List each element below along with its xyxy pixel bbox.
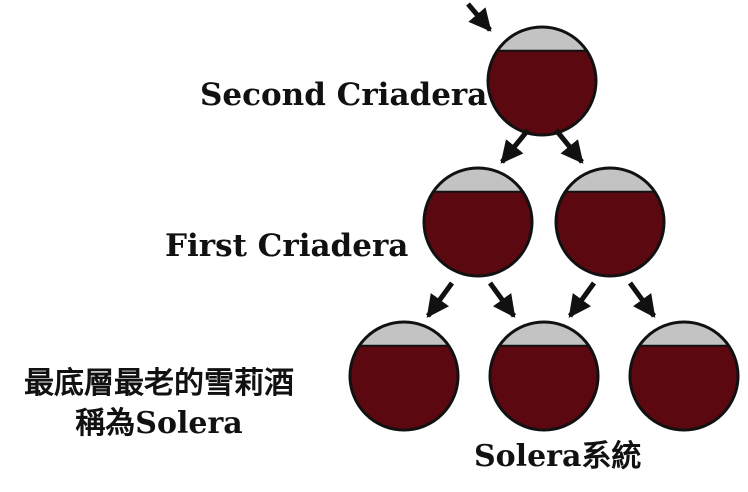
barrel [348, 320, 460, 432]
flow-arrow [554, 128, 584, 164]
barrel-wine-fill [488, 50, 596, 135]
barrel-outline [554, 166, 666, 278]
barrel-wine-fill [424, 191, 532, 276]
barrel [628, 320, 740, 432]
label-bottom-line1: 最底層最老的雪莉酒 [24, 366, 294, 401]
label-bottom-line2: 稱為Solera [75, 406, 243, 441]
barrel [488, 320, 600, 432]
flow-arrow [500, 128, 530, 164]
barrel-outline [422, 166, 534, 278]
barrel-wine-fill [630, 345, 738, 430]
barrel-outline [628, 320, 740, 432]
barrel [554, 166, 666, 278]
flow-arrow [487, 281, 517, 318]
barrel [422, 166, 534, 278]
flow-arrow [425, 281, 455, 318]
flow-arrow [466, 2, 492, 32]
label-second-criadera: Second Criadera [200, 77, 488, 113]
barrel-outline [486, 25, 598, 137]
barrel-wine-fill [490, 345, 598, 430]
barrel-outline [488, 320, 600, 432]
barrel-wine-fill [350, 345, 458, 430]
barrel [486, 25, 598, 137]
flow-arrow [567, 281, 597, 318]
barrel-wine-fill [556, 191, 664, 276]
barrel-outline [348, 320, 460, 432]
label-bottom-solera: 最底層最老的雪莉酒 稱為Solera [24, 364, 294, 444]
label-solera-system: Solera系統 [474, 439, 642, 474]
flow-arrow [627, 281, 657, 318]
label-first-criadera: First Criadera [165, 228, 409, 264]
